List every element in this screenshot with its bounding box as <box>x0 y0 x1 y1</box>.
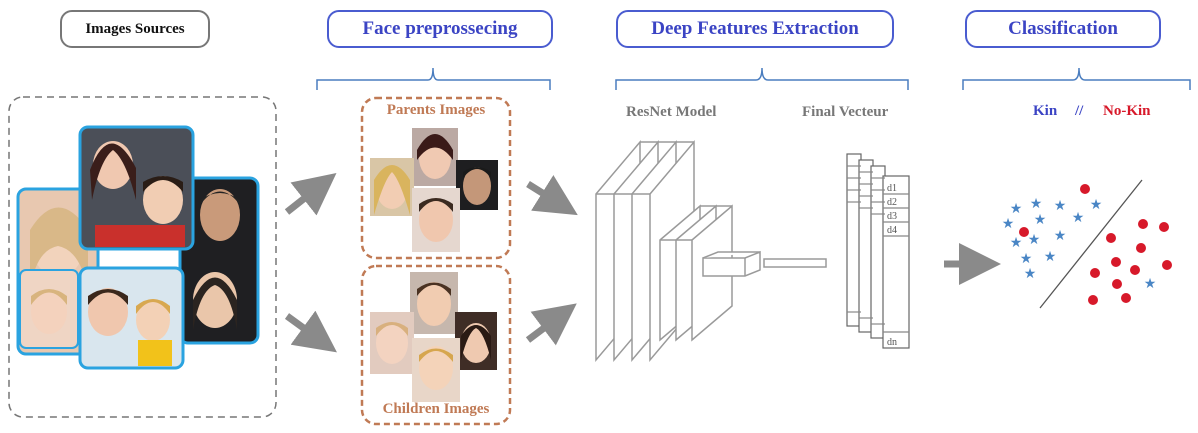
svg-text:★: ★ <box>1010 235 1023 251</box>
svg-text:★: ★ <box>1010 201 1023 217</box>
svg-text:★: ★ <box>1030 196 1043 212</box>
children-images-label: Children Images <box>382 401 490 417</box>
arrow-parents-to-model <box>526 175 578 216</box>
flatten-bar <box>763 258 827 268</box>
stage-deep-features-extraction-label: Deep Features Extraction <box>651 18 859 39</box>
vector-cell-d1: d1 <box>887 183 897 194</box>
decision-boundary <box>1039 179 1143 309</box>
parent-faces <box>370 128 498 252</box>
legend-separator: // <box>1075 103 1084 119</box>
stage-classification-label: Classification <box>1008 18 1118 39</box>
source-photo-children <box>78 266 185 370</box>
legend-nokin: No-Kin <box>1103 103 1151 119</box>
brace-classification <box>962 67 1191 90</box>
svg-text:★: ★ <box>1002 216 1015 232</box>
svg-text:★: ★ <box>1020 251 1033 267</box>
vector-cell-d2: d2 <box>887 197 897 208</box>
source-photo-woman-boy <box>78 125 195 251</box>
parents-images-box <box>360 96 512 260</box>
brace-extraction <box>615 67 909 90</box>
svg-text:★: ★ <box>1024 266 1037 282</box>
resnet-model-label: ResNet Model <box>626 104 717 120</box>
svg-text:★: ★ <box>1144 276 1157 292</box>
arrow-children-to-model <box>525 303 577 346</box>
stage-images-sources-label: Images Sources <box>85 20 185 37</box>
arrow-sources-to-parents <box>284 173 337 216</box>
children-images-box <box>360 264 512 426</box>
source-photo-girl <box>19 269 79 349</box>
stage-deep-features-extraction: Deep Features Extraction <box>616 10 894 48</box>
stage-face-preprocessing: Face preprossecing <box>327 10 553 48</box>
nokin-dots <box>1019 184 1172 305</box>
svg-text:★: ★ <box>1028 232 1041 248</box>
stage-classification: Classification <box>965 10 1161 48</box>
resnet-fc-block <box>702 250 761 277</box>
svg-text:★: ★ <box>1054 198 1067 214</box>
vector-cell-dn: dn <box>887 337 897 348</box>
final-vector-stack <box>846 153 910 349</box>
stage-face-preprocessing-label: Face preprossecing <box>362 18 518 39</box>
kin-stars: ★★★★ ★★★ ★★★ ★★★★ <box>1002 196 1157 292</box>
svg-text:★: ★ <box>1072 210 1085 226</box>
svg-text:★: ★ <box>1044 249 1057 265</box>
vector-cell-d3: d3 <box>887 211 897 222</box>
child-faces <box>370 272 497 402</box>
vector-cell-d4: d4 <box>887 225 897 236</box>
svg-text:★: ★ <box>1034 212 1047 228</box>
svg-text:★: ★ <box>1090 197 1103 213</box>
arrow-sources-to-children <box>284 310 337 353</box>
svg-text:★: ★ <box>1054 228 1067 244</box>
brace-preprocessing <box>316 67 551 90</box>
parents-images-label: Parents Images <box>386 102 486 118</box>
final-vector-labels: d1 d2 d3 d4 dn <box>887 183 897 348</box>
source-photo-father <box>178 176 260 345</box>
legend-kin: Kin <box>1033 103 1058 119</box>
final-vector-label: Final Vecteur <box>802 104 889 120</box>
stage-images-sources: Images Sources <box>60 10 210 48</box>
